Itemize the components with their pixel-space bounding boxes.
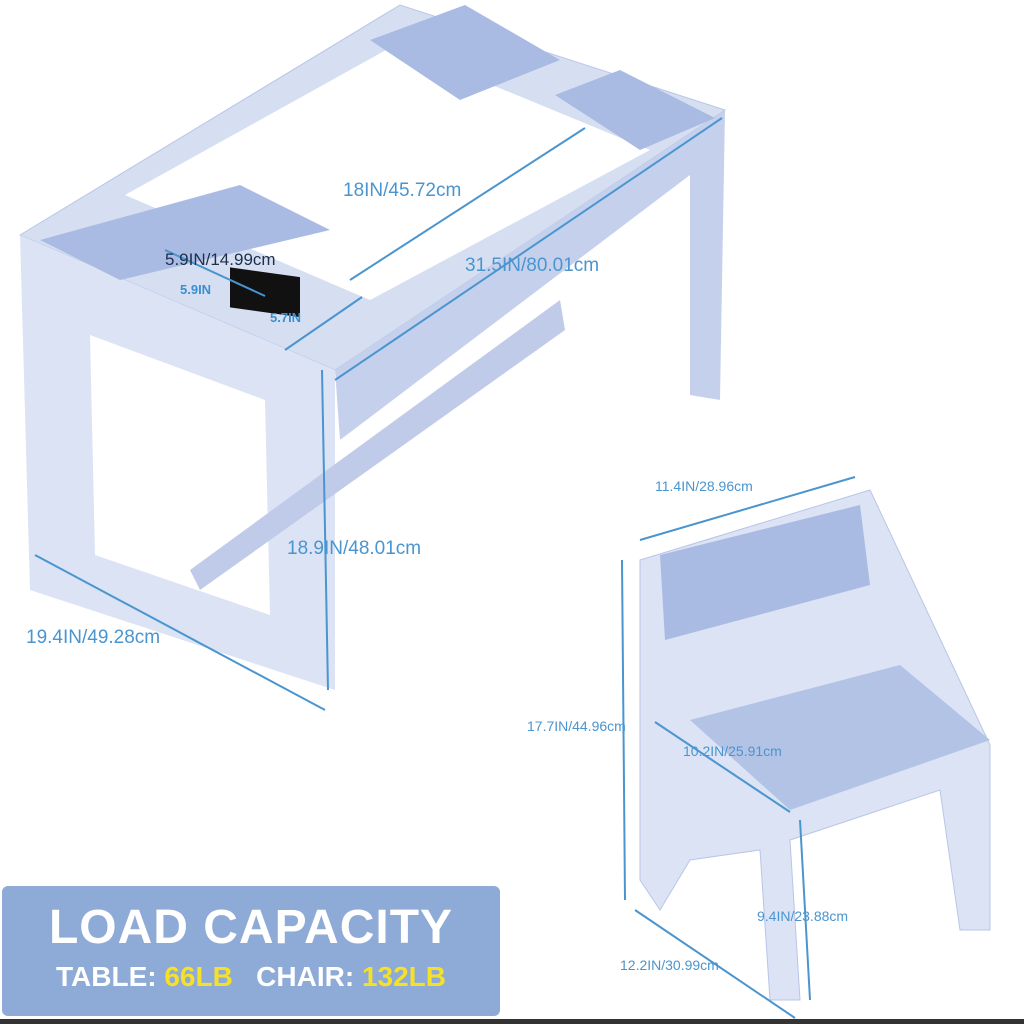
bin-width-label: 5.7IN [270, 310, 302, 325]
table-length-label: 31.5IN/80.01cm [465, 255, 600, 276]
table-capacity-label: TABLE: [56, 961, 157, 992]
chair-capacity-label: CHAIR: [256, 961, 355, 992]
banner-title: LOAD CAPACITY [48, 901, 454, 954]
dimension-lines [34, 117, 856, 1019]
bin-length-hidden-label: 5.9IN [180, 282, 212, 297]
table-height-label: 18.9IN/48.01cm [287, 538, 422, 559]
chair-seat-depth-label: 10.2IN/25.91cm [683, 743, 782, 759]
bin-length-label: 5.9IN/14.99cm [165, 250, 276, 269]
chair-capacity-value: 132LB [361, 961, 446, 992]
bottom-border [0, 1019, 1024, 1024]
banner-capacities: TABLE: 66LB CHAIR: 132LB [2, 961, 500, 993]
chair-height-label: 17.7IN/44.96cm [527, 718, 626, 734]
tray-width-label: 18IN/45.72cm [343, 180, 462, 201]
chair-seat-height-label: 9.4IN/23.88cm [757, 908, 849, 924]
table-capacity-value: 66LB [164, 961, 233, 992]
chair-illustration [639, 489, 991, 1001]
table-depth-label: 19.4IN/49.28cm [26, 627, 161, 648]
chair-base-depth-label: 12.2IN/30.99cm [620, 957, 719, 973]
chair-back-width-label: 11.4IN/28.96cm [655, 478, 753, 494]
table-illustration [18, 4, 727, 690]
load-capacity-banner: LOAD CAPACITY TABLE: 66LB CHAIR: 132LB [2, 886, 500, 1016]
